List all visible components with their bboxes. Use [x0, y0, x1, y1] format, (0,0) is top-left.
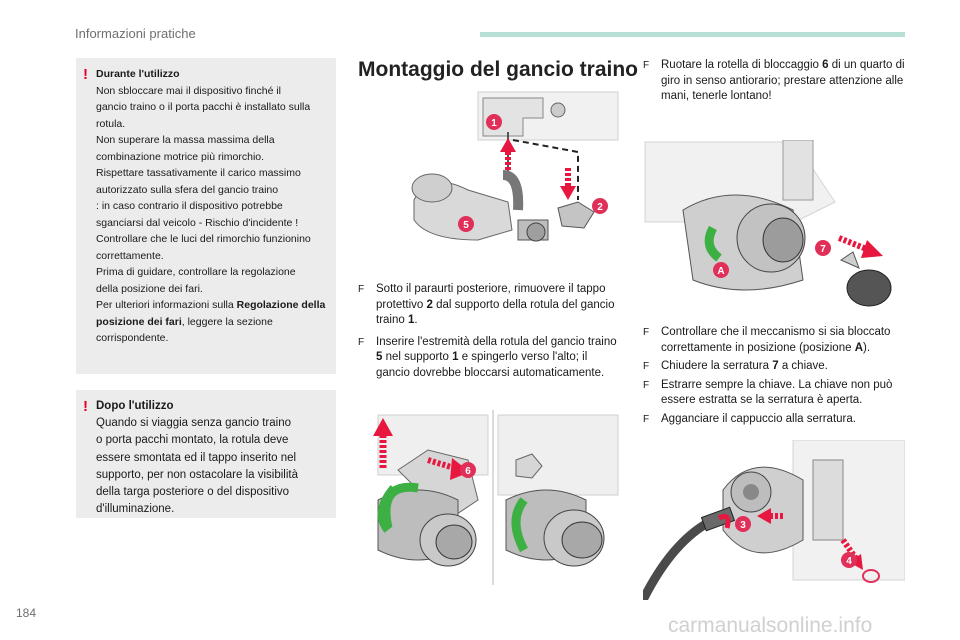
warning-paragraph: Prima di guidare, controllare la regolaz…	[96, 266, 296, 295]
header-accent-bar	[480, 32, 905, 37]
checkbox-icon: F	[358, 284, 365, 295]
callout-7: 7	[820, 244, 826, 255]
checkbox-icon: F	[643, 60, 650, 71]
warning-paragraph-reference: Per ulteriori informazioni sulla Regolaz…	[96, 297, 330, 347]
callout-2: 2	[597, 202, 603, 213]
warning-title: Dopo l'utilizzo	[96, 400, 174, 412]
warning-paragraph: Non sbloccare mai il dispositivo finché …	[96, 84, 311, 130]
callout-6: 6	[465, 466, 471, 477]
warning-paragraph: Non superare la massa massima della comb…	[96, 134, 275, 163]
section-title: Montaggio del gancio traino	[358, 58, 638, 81]
warning-box-usage: ! Durante l'utilizzo Non sbloccare mai i…	[76, 58, 336, 374]
warning-icon: !	[83, 66, 88, 83]
callout-1: 1	[491, 118, 497, 129]
checkbox-icon: F	[643, 413, 650, 425]
warning-icon: !	[83, 398, 88, 415]
page-number: 184	[16, 606, 37, 620]
warning-box-after-use: ! Dopo l'utilizzo Quando si viaggia senz…	[76, 390, 336, 518]
warning-text: Durante l'utilizzo Non sbloccare mai il …	[96, 66, 330, 347]
callout-4: 4	[846, 556, 852, 567]
checkbox-icon: F	[643, 379, 650, 391]
callout-3: 3	[740, 520, 746, 531]
checkbox-icon: F	[643, 327, 650, 338]
checkbox-icon: F	[643, 361, 650, 372]
header-title: Informazioni pratiche	[75, 26, 196, 41]
checkbox-icon: F	[358, 336, 365, 348]
warning-paragraph: Controllare che le luci del rimorchio fu…	[96, 233, 311, 262]
ref-suffix: , leggere la sezione corrispondente.	[96, 315, 273, 345]
warning-title: Durante l'utilizzo	[96, 68, 180, 80]
callout-A: A	[717, 266, 724, 277]
illustration-divider	[492, 410, 494, 585]
ref-link-text: Regolazione della posizione dei fari	[96, 299, 326, 328]
illustration-tow-ball-insertion: 1 2 5	[408, 90, 620, 260]
warning-text: Dopo l'utilizzo Quando si viaggia senza …	[96, 398, 330, 518]
illustration-locking-wheel-rotation: 6	[358, 410, 490, 585]
ref-prefix: Per ulteriori informazioni sulla	[96, 299, 237, 311]
warning-paragraph: Quando si viaggia senza gancio traino o …	[96, 417, 299, 516]
illustration-locking-wheel-locked	[496, 410, 620, 585]
watermark: carmanualsonline.info	[668, 614, 873, 637]
callout-5: 5	[463, 220, 469, 231]
illustration-key-and-cap: 3 4	[643, 440, 905, 600]
illustration-lock-check: 7 A	[643, 140, 905, 312]
warning-paragraph: Rispettare tassativamente il carico mass…	[96, 167, 301, 229]
